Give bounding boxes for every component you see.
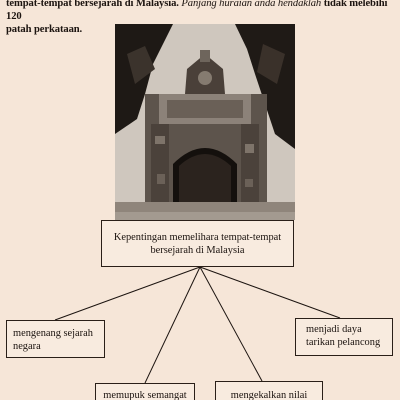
instruction-text: tempat-tempat bersejarah di Malaysia. Pa… xyxy=(6,0,398,36)
point-box-bottom-right: mengekalkan nilai xyxy=(215,381,323,400)
historic-gate-photo xyxy=(115,24,295,220)
historic-gate-illustration xyxy=(115,24,295,220)
central-topic-box: Kepentingan memelihara tempat-tempat ber… xyxy=(101,220,294,267)
point-bottom-left-text: memupuk semangat xyxy=(103,390,187,400)
point-box-bottom-left: memupuk semangat xyxy=(95,383,195,400)
instruction-part-1: tempat-tempat bersejarah di Malaysia. xyxy=(6,0,179,9)
instruction-part-2: Panjang huraian anda hendaklah xyxy=(181,0,322,9)
point-box-left: mengenang sejarah negara xyxy=(6,320,105,358)
point-right-text: menjadi daya tarikan pelancong xyxy=(306,324,381,348)
point-left-text: mengenang sejarah negara xyxy=(13,328,93,352)
instruction-line-2: patah perkataan. xyxy=(6,24,83,35)
point-bottom-right-text: mengekalkan nilai xyxy=(230,390,308,400)
instruction-part-3: tidak melebihi 120 xyxy=(6,0,388,22)
point-box-right: menjadi daya tarikan pelancong xyxy=(295,318,393,356)
central-topic-text: Kepentingan memelihara tempat-tempat ber… xyxy=(113,232,282,256)
